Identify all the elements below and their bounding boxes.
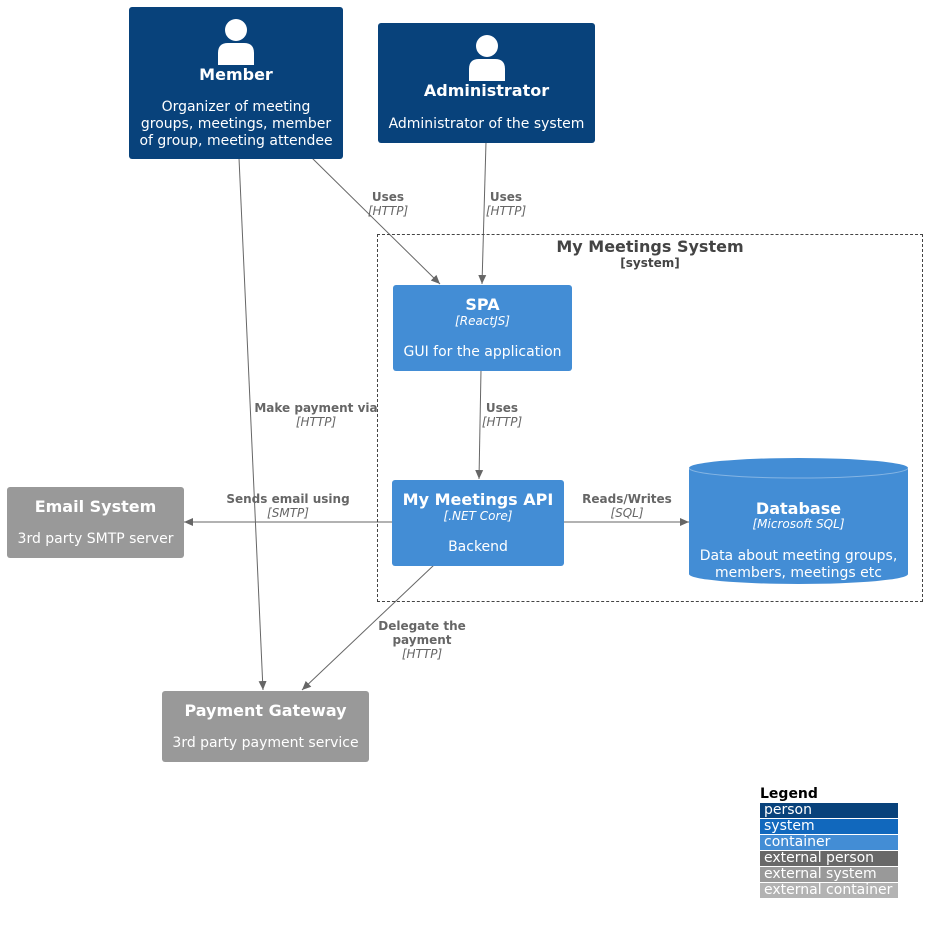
- spa-tech: [ReactJS]: [455, 314, 510, 328]
- legend-item-person: person: [760, 803, 898, 818]
- rel-label-tech: [SMTP]: [267, 506, 309, 520]
- rel-label-text: Sends email using: [226, 492, 350, 506]
- administrator-desc-line-1: Administrator of the system: [388, 116, 585, 132]
- database-desc-line-1: Data about meeting groups,: [699, 548, 898, 564]
- legend-item-external-person: external person: [760, 851, 898, 866]
- rel-label-tech: [SQL]: [610, 506, 644, 520]
- member-desc-line-3: of group, meeting attendee: [139, 133, 333, 149]
- rel-label-member-payment: Make payment via [HTTP]: [246, 401, 386, 429]
- member-title: Member: [199, 65, 273, 84]
- legend-title: Legend: [760, 786, 818, 802]
- rel-label-text: Make payment via: [254, 401, 378, 415]
- rel-label-tech: [HTTP]: [481, 415, 523, 429]
- legend-item-external-system: external system: [760, 867, 898, 882]
- line-api-to-payment: [301, 564, 435, 691]
- line-member-to-spa: [311, 157, 441, 285]
- administrator-person[interactable]: Administrator Administrator of the syste…: [378, 23, 595, 143]
- boundary-title: My Meetings System: [556, 237, 744, 256]
- legend-item-system: system: [760, 819, 898, 834]
- boundary-type: [system]: [620, 256, 680, 270]
- payment-gateway-system[interactable]: Payment Gateway 3rd party payment servic…: [162, 691, 369, 762]
- rel-label-api-payment: Delegate the payment [HTTP]: [372, 619, 472, 661]
- legend-item-external-container: external container: [760, 883, 898, 898]
- legend: Legend person system container external …: [760, 786, 900, 898]
- spa-container[interactable]: SPA [ReactJS] GUI for the application: [393, 285, 572, 371]
- database-tech: [Microsoft SQL]: [752, 517, 845, 531]
- email-title: Email System: [34, 497, 157, 516]
- email-desc-line-1: 3rd party SMTP server: [17, 531, 174, 547]
- line-member-to-payment: [238, 157, 267, 691]
- rel-label-text: Reads/Writes: [582, 492, 672, 506]
- line-admin-to-spa: [478, 141, 487, 285]
- rel-label-tech: [HTTP]: [485, 204, 527, 218]
- api-tech: [.NET Core]: [443, 509, 513, 523]
- database-container[interactable]: Database [Microsoft SQL] Data about meet…: [689, 458, 908, 584]
- rel-label-text: Uses: [371, 190, 405, 204]
- spa-title: SPA: [465, 295, 500, 314]
- api-container[interactable]: My Meetings API [.NET Core] Backend: [392, 480, 564, 566]
- rel-label-api-email: Sends email using [SMTP]: [218, 492, 358, 520]
- rel-label-api-database: Reads/Writes [SQL]: [576, 492, 678, 520]
- payment-title: Payment Gateway: [184, 701, 347, 720]
- line-spa-to-api: [475, 369, 484, 480]
- member-desc-line-2: groups, meetings, member: [140, 116, 332, 132]
- rel-label-text: Uses: [485, 401, 519, 415]
- api-title: My Meetings API: [402, 490, 554, 509]
- database-cylinder-icon: [689, 458, 908, 584]
- api-desc-line-1: Backend: [448, 539, 508, 555]
- person-icon: [468, 35, 505, 81]
- system-boundary: My Meetings System [system]: [377, 234, 923, 602]
- administrator-title: Administrator: [423, 81, 550, 100]
- spa-desc-line-1: GUI for the application: [403, 344, 562, 360]
- member-person[interactable]: Member Organizer of meeting groups, meet…: [129, 7, 343, 159]
- rel-label-text: Delegate the: [378, 619, 466, 633]
- rel-label-member-spa: Uses [HTTP]: [348, 190, 428, 218]
- legend-item-container: container: [760, 835, 898, 850]
- rel-label-tech: [HTTP]: [295, 415, 337, 429]
- payment-desc-line-1: 3rd party payment service: [172, 735, 359, 751]
- database-desc-line-2: members, meetings etc: [715, 565, 882, 581]
- member-desc-line-1: Organizer of meeting: [161, 99, 311, 115]
- person-icon: [218, 19, 254, 65]
- rel-label-admin-spa: Uses [HTTP]: [466, 190, 546, 218]
- rel-label-text: Uses: [489, 190, 523, 204]
- rel-label-text: payment: [392, 633, 452, 647]
- database-title: Database: [755, 499, 842, 518]
- rel-label-tech: [HTTP]: [401, 647, 443, 661]
- rel-label-spa-api: Uses [HTTP]: [462, 401, 542, 429]
- rel-label-tech: [HTTP]: [367, 204, 409, 218]
- email-system[interactable]: Email System 3rd party SMTP server: [7, 487, 184, 558]
